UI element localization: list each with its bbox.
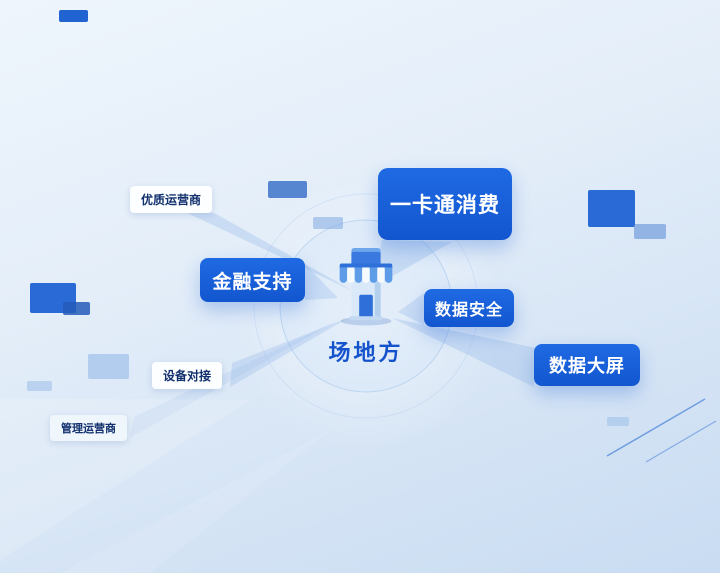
node-label: 一卡通消费 bbox=[390, 194, 500, 217]
node-data-security: 数据安全 bbox=[424, 289, 514, 327]
node-label: 数据大屏 bbox=[549, 356, 625, 376]
node-label: 设备对接 bbox=[163, 369, 212, 383]
node-label: 管理运营商 bbox=[61, 423, 116, 435]
center-label: 场地方 bbox=[328, 340, 404, 365]
center-hub: 场地方 bbox=[322, 244, 410, 367]
node-label: 优质运营商 bbox=[141, 193, 202, 207]
node-label: 数据安全 bbox=[434, 302, 503, 319]
decor-rectangle bbox=[88, 354, 129, 379]
decor-rectangle bbox=[59, 10, 88, 22]
decor-rectangle bbox=[634, 224, 666, 239]
storefront-icon bbox=[339, 247, 393, 326]
decor-rectangle bbox=[268, 181, 307, 198]
node-premium-operators: 优质运营商 bbox=[130, 186, 213, 213]
decor-rectangle bbox=[63, 302, 90, 315]
node-financial-support: 金融支持 bbox=[200, 258, 305, 302]
node-label: 金融支持 bbox=[212, 271, 293, 293]
decor-rectangle bbox=[588, 190, 635, 227]
node-management-operators: 管理运营商 bbox=[50, 415, 127, 441]
decor-rectangle bbox=[607, 417, 629, 426]
node-data-big-screen: 数据大屏 bbox=[534, 344, 640, 386]
decor-rectangle bbox=[313, 217, 343, 229]
decor-rectangle bbox=[27, 381, 52, 391]
node-one-card-consumption: 一卡通消费 bbox=[378, 168, 512, 240]
node-device-connection: 设备对接 bbox=[152, 362, 223, 389]
